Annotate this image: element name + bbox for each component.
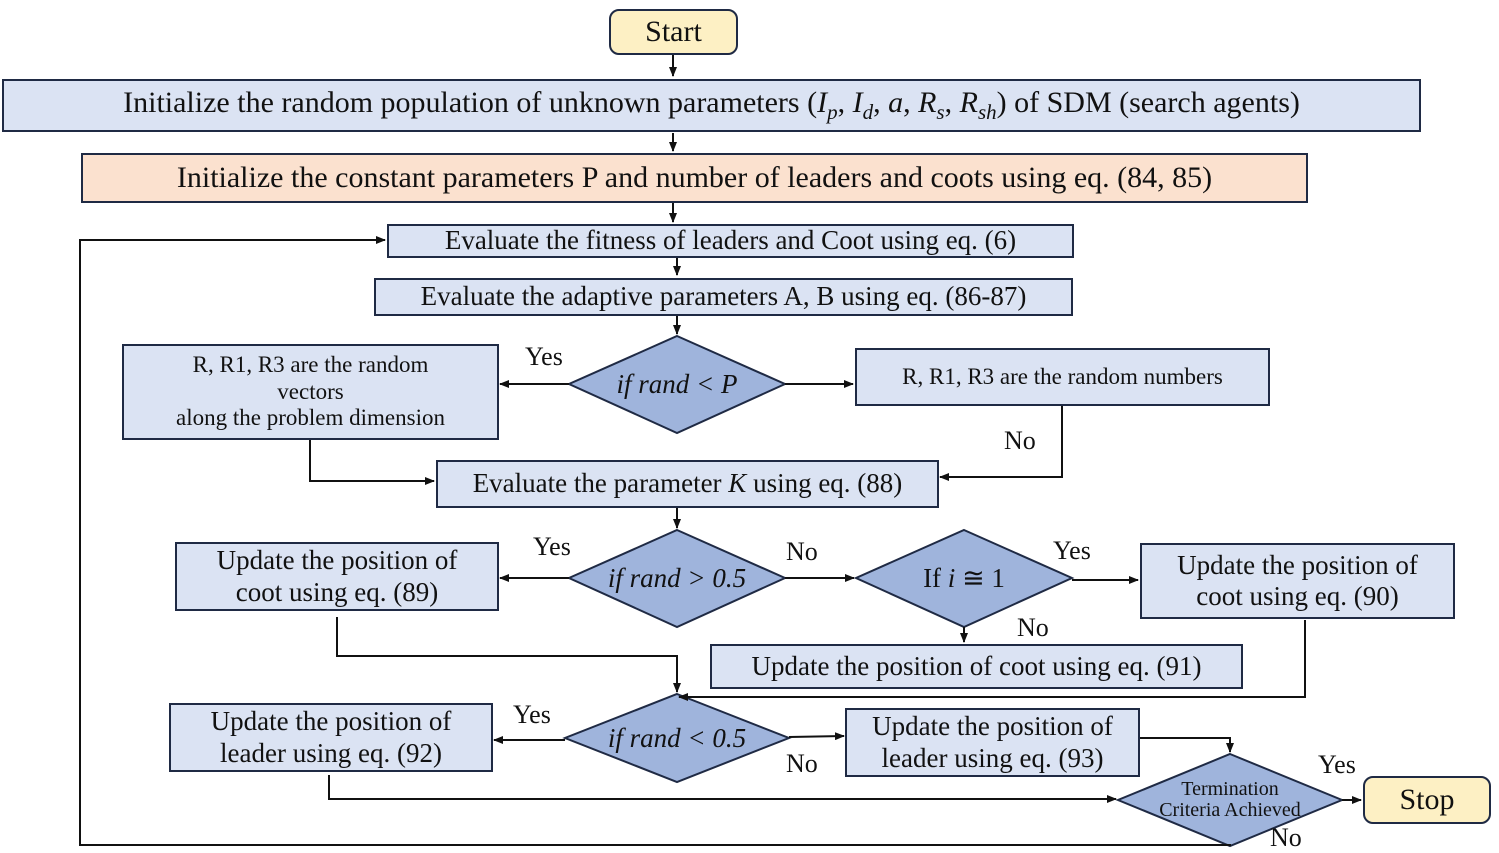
init-population-text: Initialize the random population of unkn… — [123, 86, 1300, 125]
update-coot-91-text: Update the position of coot using eq. (9… — [751, 650, 1202, 681]
label-yes-rand-p: Yes — [525, 342, 563, 371]
label-yes-rand-lt: Yes — [513, 700, 551, 729]
arrow-coot89-to-decision — [336, 617, 681, 693]
update-coot-89-line2: coot using eq. (89) — [235, 576, 439, 607]
decision-rand-gt-shape — [566, 528, 788, 629]
random-vectors-line3: along the problem dimension — [176, 405, 445, 431]
termination-line1: Termination — [1181, 778, 1279, 800]
update-coot-89-box: Update the position of coot using eq. (8… — [175, 542, 499, 611]
update-leader-93-line1: Update the position of — [872, 711, 1113, 742]
label-no-rand-lt: No — [786, 749, 818, 778]
label-yes-termination: Yes — [1318, 750, 1356, 779]
termination-line2: Criteria Achieved — [1159, 799, 1301, 821]
update-leader-93-box: Update the position of leader using eq. … — [845, 708, 1140, 777]
label-yes-rand-gt: Yes — [533, 532, 571, 561]
decision-i-text: If i ≅ 1 — [923, 563, 1005, 594]
decision-rand-lt: if rand < 0.5 — [565, 694, 789, 782]
update-leader-92-box: Update the position of leader using eq. … — [169, 703, 493, 772]
label-no-termination: No — [1270, 823, 1302, 852]
evaluate-adaptive-text: Evaluate the adaptive parameters A, B us… — [420, 281, 1027, 312]
update-coot-90-line1: Update the position of — [1177, 549, 1418, 580]
update-coot-91-box: Update the position of coot using eq. (9… — [710, 644, 1243, 689]
update-leader-93-line2: leader using eq. (93) — [881, 742, 1104, 773]
evaluate-adaptive-box: Evaluate the adaptive parameters A, B us… — [374, 278, 1073, 316]
decision-termination: Termination Criteria Achieved — [1118, 754, 1342, 846]
evaluate-fitness-box: Evaluate the fitness of leaders and Coot… — [387, 224, 1074, 258]
stop-label: Stop — [1399, 782, 1455, 816]
evaluate-k-box: Evaluate the parameter K using eq. (88) — [436, 460, 939, 508]
arrow-leader92-to-termination — [328, 775, 1117, 803]
init-constants-text: Initialize the constant parameters P and… — [176, 160, 1213, 194]
label-no-rand-gt: No — [786, 537, 818, 566]
stop-terminal: Stop — [1363, 776, 1491, 824]
label-yes-i: Yes — [1053, 536, 1091, 565]
random-vectors-line2: vectors — [277, 378, 344, 404]
update-coot-89-line1: Update the position of — [216, 545, 458, 576]
start-label: Start — [645, 14, 702, 48]
decision-rand-lt-shape — [562, 692, 792, 784]
update-coot-90-box: Update the position of coot using eq. (9… — [1140, 543, 1455, 619]
update-leader-92-line1: Update the position of — [210, 706, 452, 737]
decision-rand-p-shape — [566, 334, 788, 435]
random-vectors-line1: R, R1, R3 are the random — [192, 352, 429, 378]
arrow-no-to-leader93 — [788, 732, 845, 741]
decision-rand-p: if rand < P — [569, 336, 785, 433]
evaluate-fitness-text: Evaluate the fitness of leaders and Coot… — [444, 225, 1017, 256]
random-vectors-box: R, R1, R3 are the random vectors along t… — [122, 344, 499, 440]
init-population-box: Initialize the random population of unkn… — [2, 79, 1421, 132]
decision-rand-p-text: if rand < P — [616, 369, 738, 400]
decision-rand-gt: if rand > 0.5 — [569, 530, 785, 627]
decision-i: If i ≅ 1 — [856, 530, 1072, 627]
random-numbers-text: R, R1, R3 are the random numbers — [902, 363, 1223, 389]
update-leader-92-line2: leader using eq. (92) — [220, 737, 442, 768]
arrow-vectors-to-k — [309, 440, 435, 485]
arrow-numbers-to-k — [939, 406, 1063, 481]
arrow-loop-back — [79, 236, 1231, 846]
random-numbers-box: R, R1, R3 are the random numbers — [855, 348, 1270, 406]
decision-rand-gt-text: if rand > 0.5 — [607, 563, 747, 594]
init-constants-box: Initialize the constant parameters P and… — [81, 153, 1308, 203]
label-no-i: No — [1017, 613, 1049, 642]
update-coot-90-line2: coot using eq. (90) — [1196, 581, 1399, 611]
arrow-leader93-to-termination — [1140, 737, 1234, 753]
label-no-rand-p: No — [1004, 426, 1036, 455]
decision-rand-lt-text: if rand < 0.5 — [607, 722, 747, 753]
start-terminal: Start — [609, 9, 738, 55]
arrow-coot90-to-decision — [678, 620, 1306, 701]
evaluate-k-text: Evaluate the parameter K using eq. (88) — [472, 468, 903, 499]
